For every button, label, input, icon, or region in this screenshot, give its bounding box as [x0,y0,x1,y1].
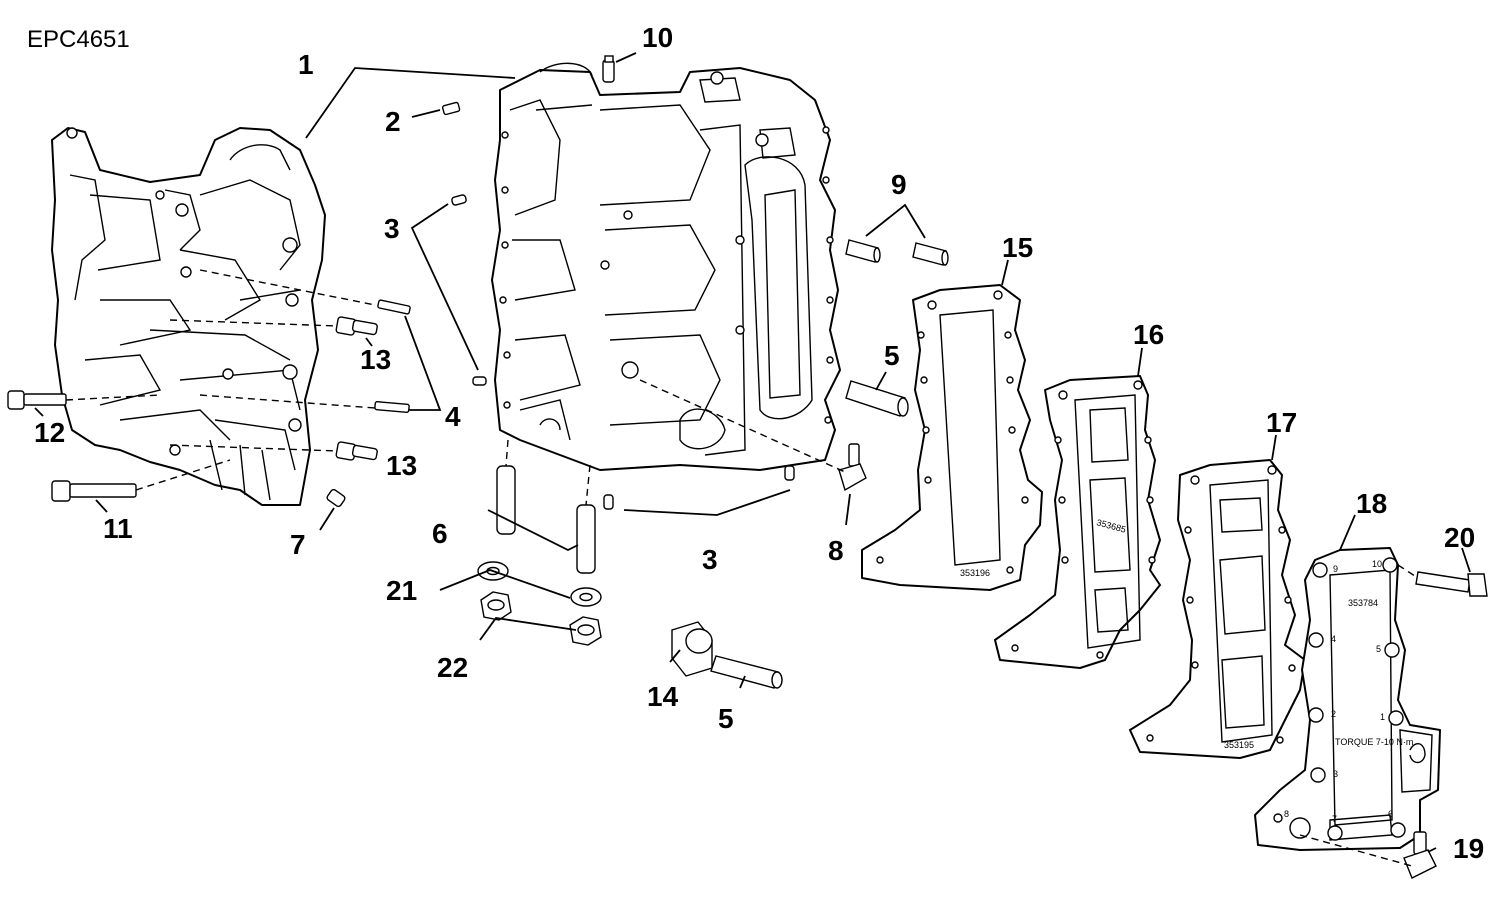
callout-21: 21 [386,575,417,606]
callout-14: 14 [647,681,679,712]
nut-22-right [569,616,602,646]
dowel-pin-3-upper [451,194,467,206]
bolt-seq-2: 2 [1331,709,1336,719]
callout-8: 8 [828,535,844,566]
bushing-14 [671,621,713,677]
plate-18-torque: TORQUE 7-10 N·m [1335,737,1413,747]
cylinder-block [491,62,841,471]
stud-4-upper [377,299,411,315]
bolt-11 [51,480,137,502]
bolt-seq-1: 1 [1380,712,1385,722]
callout-18: 18 [1356,488,1387,519]
callout-13-lower: 13 [386,450,417,481]
callout-17: 17 [1266,407,1297,438]
callout-22: 22 [437,652,468,683]
alignment-dashes [65,269,1419,867]
bolt-20 [1415,571,1488,597]
callout-12: 12 [34,417,65,448]
crankcase-cover-left [51,127,326,506]
callout-5-lower: 5 [718,703,734,734]
sleeve-6-right [576,504,596,574]
pin-9-right [912,242,949,266]
dowel-pin-3-lower [603,494,614,510]
elbow-fitting-8 [838,443,867,492]
stud-4-lower [374,401,410,413]
figure-code: EPC4651 [27,26,130,53]
callout-labels: 1 2 3 3 4 5 5 6 7 8 9 10 11 12 13 13 14 … [34,22,1484,864]
callout-20: 20 [1444,522,1475,553]
dowel-pin-3-mid [472,376,487,386]
gasket-15-number: 353196 [960,568,990,578]
gasket-16: 353685 [994,375,1161,669]
pin-9-left [845,239,881,263]
fitting-13-lower [335,441,378,461]
nut-22-left [480,591,512,621]
bolt-seq-7: 7 [1332,814,1337,824]
callout-5-upper: 5 [884,340,900,371]
gasket-17: 353195 [1129,459,1306,759]
exhaust-cover-plate-18: 1 2 3 4 5 6 7 8 9 10 353784 TORQUE 7-10 … [1254,547,1441,851]
bolt-seq-10: 10 [1372,559,1382,569]
callout-19: 19 [1453,833,1484,864]
dowel-pin-3-lower-right [784,465,795,481]
sleeve-6-left [496,465,516,535]
bolt-seq-4: 4 [1331,634,1336,644]
callout-11: 11 [103,513,133,544]
callout-9: 9 [891,169,907,200]
callout-6: 6 [432,518,448,549]
callout-4: 4 [445,401,461,432]
callout-1: 1 [298,49,314,80]
pin-5-upper [845,380,909,417]
fitting-10 [602,55,615,83]
plug-2 [441,101,461,116]
fitting-13-upper [335,316,378,336]
callout-15: 15 [1002,232,1033,263]
bolt-12 [7,390,67,410]
gasket-17-number: 353195 [1224,740,1254,750]
gasket-15: 353196 [861,284,1043,591]
bolt-seq-3: 3 [1333,769,1338,779]
bolt-seq-9: 9 [1333,564,1338,574]
fitting-7 [326,488,346,508]
callout-16: 16 [1133,319,1164,350]
leader-lines [34,52,1471,853]
pin-5-lower [710,655,783,689]
callout-13-upper: 13 [360,344,391,375]
callout-2: 2 [385,106,401,137]
bolt-seq-6: 6 [1388,809,1393,819]
callout-7: 7 [290,529,306,560]
plate-18-number: 353784 [1348,598,1378,608]
bolt-seq-5: 5 [1376,644,1381,654]
callout-3-upper: 3 [384,213,400,244]
callout-3-lower: 3 [702,544,718,575]
callout-10: 10 [642,22,673,53]
bolt-seq-8: 8 [1284,809,1289,819]
elbow-fitting-19 [1403,831,1437,879]
